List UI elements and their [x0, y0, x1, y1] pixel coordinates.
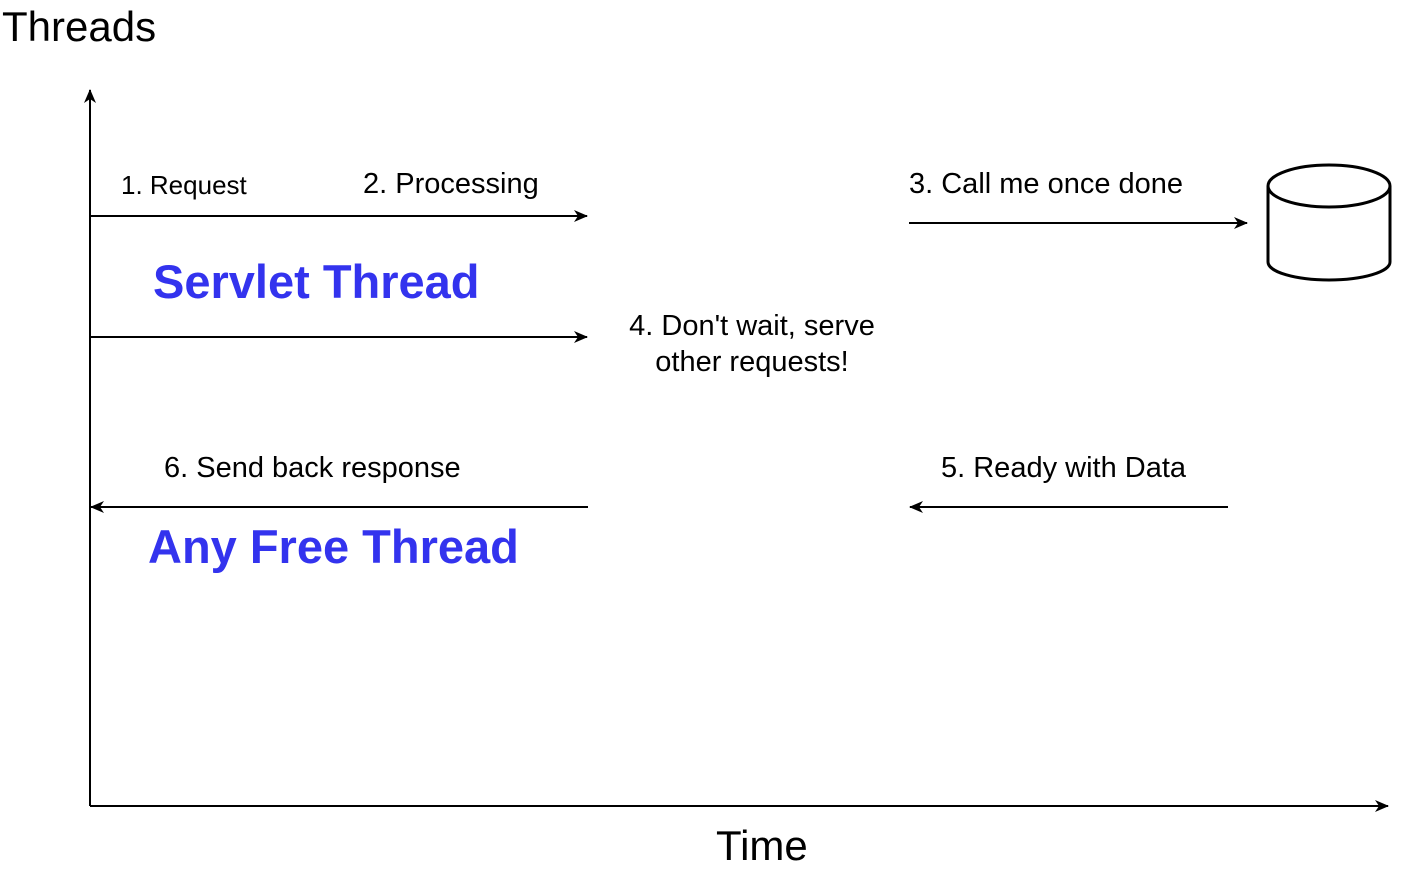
step-request-label: 1. Request	[121, 170, 247, 200]
any-free-thread-label: Any Free Thread	[148, 520, 519, 573]
step-dont-wait-line-1: 4. Don't wait, serve	[629, 310, 875, 342]
y-axis-label: Threads	[2, 3, 157, 50]
step-dont-wait-line-2: other requests!	[655, 346, 849, 379]
step-dont-wait-label: 4. Don't wait, serve other requests!	[612, 310, 892, 380]
x-axis-label: Time	[716, 822, 808, 869]
step-processing-label: 2. Processing	[363, 168, 539, 200]
servlet-thread-label: Servlet Thread	[153, 255, 480, 308]
step-send-back-label: 6. Send back response	[164, 452, 461, 484]
database-icon	[1266, 163, 1392, 282]
step-ready-label: 5. Ready with Data	[941, 452, 1187, 484]
step-call-me-label: 3. Call me once done	[909, 168, 1184, 200]
